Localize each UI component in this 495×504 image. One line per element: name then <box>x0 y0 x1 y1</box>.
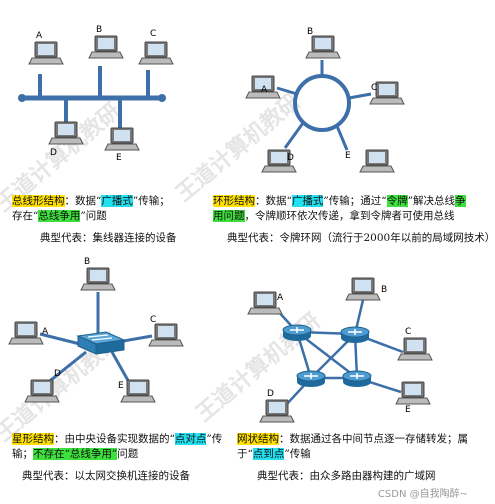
laptop-icon <box>259 399 295 423</box>
bus-caption: 总线形结构：数据“广播式”传输；存在“总线争用”问题 <box>12 195 170 222</box>
ring-line <box>293 74 351 132</box>
star-topology-panel: A B C D E 星形结构：由中央设备实现数据的“点对点”传输；不存在“总线争… <box>0 252 237 504</box>
laptop-icon <box>247 291 283 315</box>
laptop-icon <box>305 35 341 59</box>
laptop-icon <box>245 75 281 99</box>
star-caption: 星形结构：由中央设备实现数据的“点对点”传输；不存在“总线争用”问题 <box>12 433 223 460</box>
node-label: C <box>150 29 156 39</box>
laptop-icon <box>395 381 431 405</box>
keyword-highlight: 广播式 <box>101 195 133 207</box>
term-highlight: 星形结构 <box>12 433 54 445</box>
laptop-icon <box>261 149 297 173</box>
laptop-icon <box>148 323 184 347</box>
mesh-topology-panel: A B C D E 网状结构：数据通过各中间节点逐一存储转发；属于“点到点”传输… <box>237 252 474 504</box>
switch-icon <box>76 331 126 355</box>
node-label: B <box>84 257 90 267</box>
mesh-typical: 典型代表：由众多路由器构建的广域网 <box>257 470 436 482</box>
keyword-highlight: 点到点 <box>252 448 285 460</box>
node-label: A <box>36 31 43 41</box>
node-label: B <box>381 285 387 295</box>
laptop-icon <box>345 277 381 301</box>
mesh-diagram: A B C D E <box>247 277 433 423</box>
ring-topology-panel: A B C D E 环形结构：数据“广播式”传输；通过“令牌”解决总线争用问题，… <box>213 0 495 252</box>
ring-diagram: A B C D E <box>245 27 405 173</box>
node-label: D <box>287 153 294 163</box>
bus-diagram: A B C D E <box>18 25 174 163</box>
node-label: C <box>150 315 156 325</box>
router-icon <box>282 324 312 341</box>
keyword-highlight: 不存在“总线争用” <box>33 448 118 460</box>
node-label: A <box>261 85 268 95</box>
star-diagram: A B C D E <box>8 257 184 403</box>
bus-typical: 典型代表：集线器连接的设备 <box>40 232 177 244</box>
laptop-icon <box>397 337 433 361</box>
keyword-highlight: 广播式 <box>291 195 324 207</box>
node-label: D <box>267 389 274 399</box>
laptop-icon <box>24 379 60 403</box>
laptop-icon <box>369 81 405 105</box>
node-label: C <box>371 83 377 93</box>
laptop-icon <box>80 267 116 291</box>
node-label: A <box>277 293 284 303</box>
credit-text: CSDN @自我陶醉~ <box>377 489 468 500</box>
node-label: E <box>405 405 411 415</box>
keyword-highlight: 点对点 <box>174 433 207 445</box>
term-highlight: 环形结构 <box>213 195 255 207</box>
node-label: C <box>405 327 411 337</box>
node-label: A <box>42 327 49 337</box>
node-label: E <box>116 153 122 163</box>
laptop-icon <box>28 41 64 65</box>
router-icon <box>296 370 326 387</box>
ring-caption: 环形结构：数据“广播式”传输；通过“令牌”解决总线争用问题，令牌顺环依次传递，拿… <box>213 195 466 222</box>
keyword-highlight: 令牌 <box>386 195 408 207</box>
node-label: D <box>50 148 57 158</box>
router-icon <box>342 370 372 387</box>
router-icon <box>340 326 370 343</box>
node-label: E <box>118 381 124 391</box>
keyword-highlight: 总线争用 <box>38 210 81 222</box>
laptop-icon <box>138 41 174 65</box>
node-label: D <box>54 369 61 379</box>
node-label: B <box>307 27 313 37</box>
term-highlight: 总线形结构 <box>12 195 65 207</box>
laptop-icon <box>48 121 84 145</box>
laptop-icon <box>8 321 44 345</box>
bus-topology-panel: A B C D E 总线形结构：数据“广播式”传输；存在“总线争用”问题 典型代… <box>0 0 237 252</box>
node-label: E <box>345 151 351 161</box>
laptop-icon <box>359 149 395 173</box>
laptop-icon <box>104 127 140 151</box>
star-typical: 典型代表：以太网交换机连接的设备 <box>22 470 190 482</box>
mesh-caption: 网状结构：数据通过各中间节点逐一存储转发；属于“点到点”传输 <box>237 433 468 460</box>
laptop-icon <box>120 379 156 403</box>
ring-typical: 典型代表：令牌环网（流行于2000年以前的局域网技术） <box>227 232 495 244</box>
node-label: B <box>96 25 102 35</box>
term-highlight: 网状结构 <box>237 433 279 445</box>
laptop-icon <box>88 35 124 59</box>
